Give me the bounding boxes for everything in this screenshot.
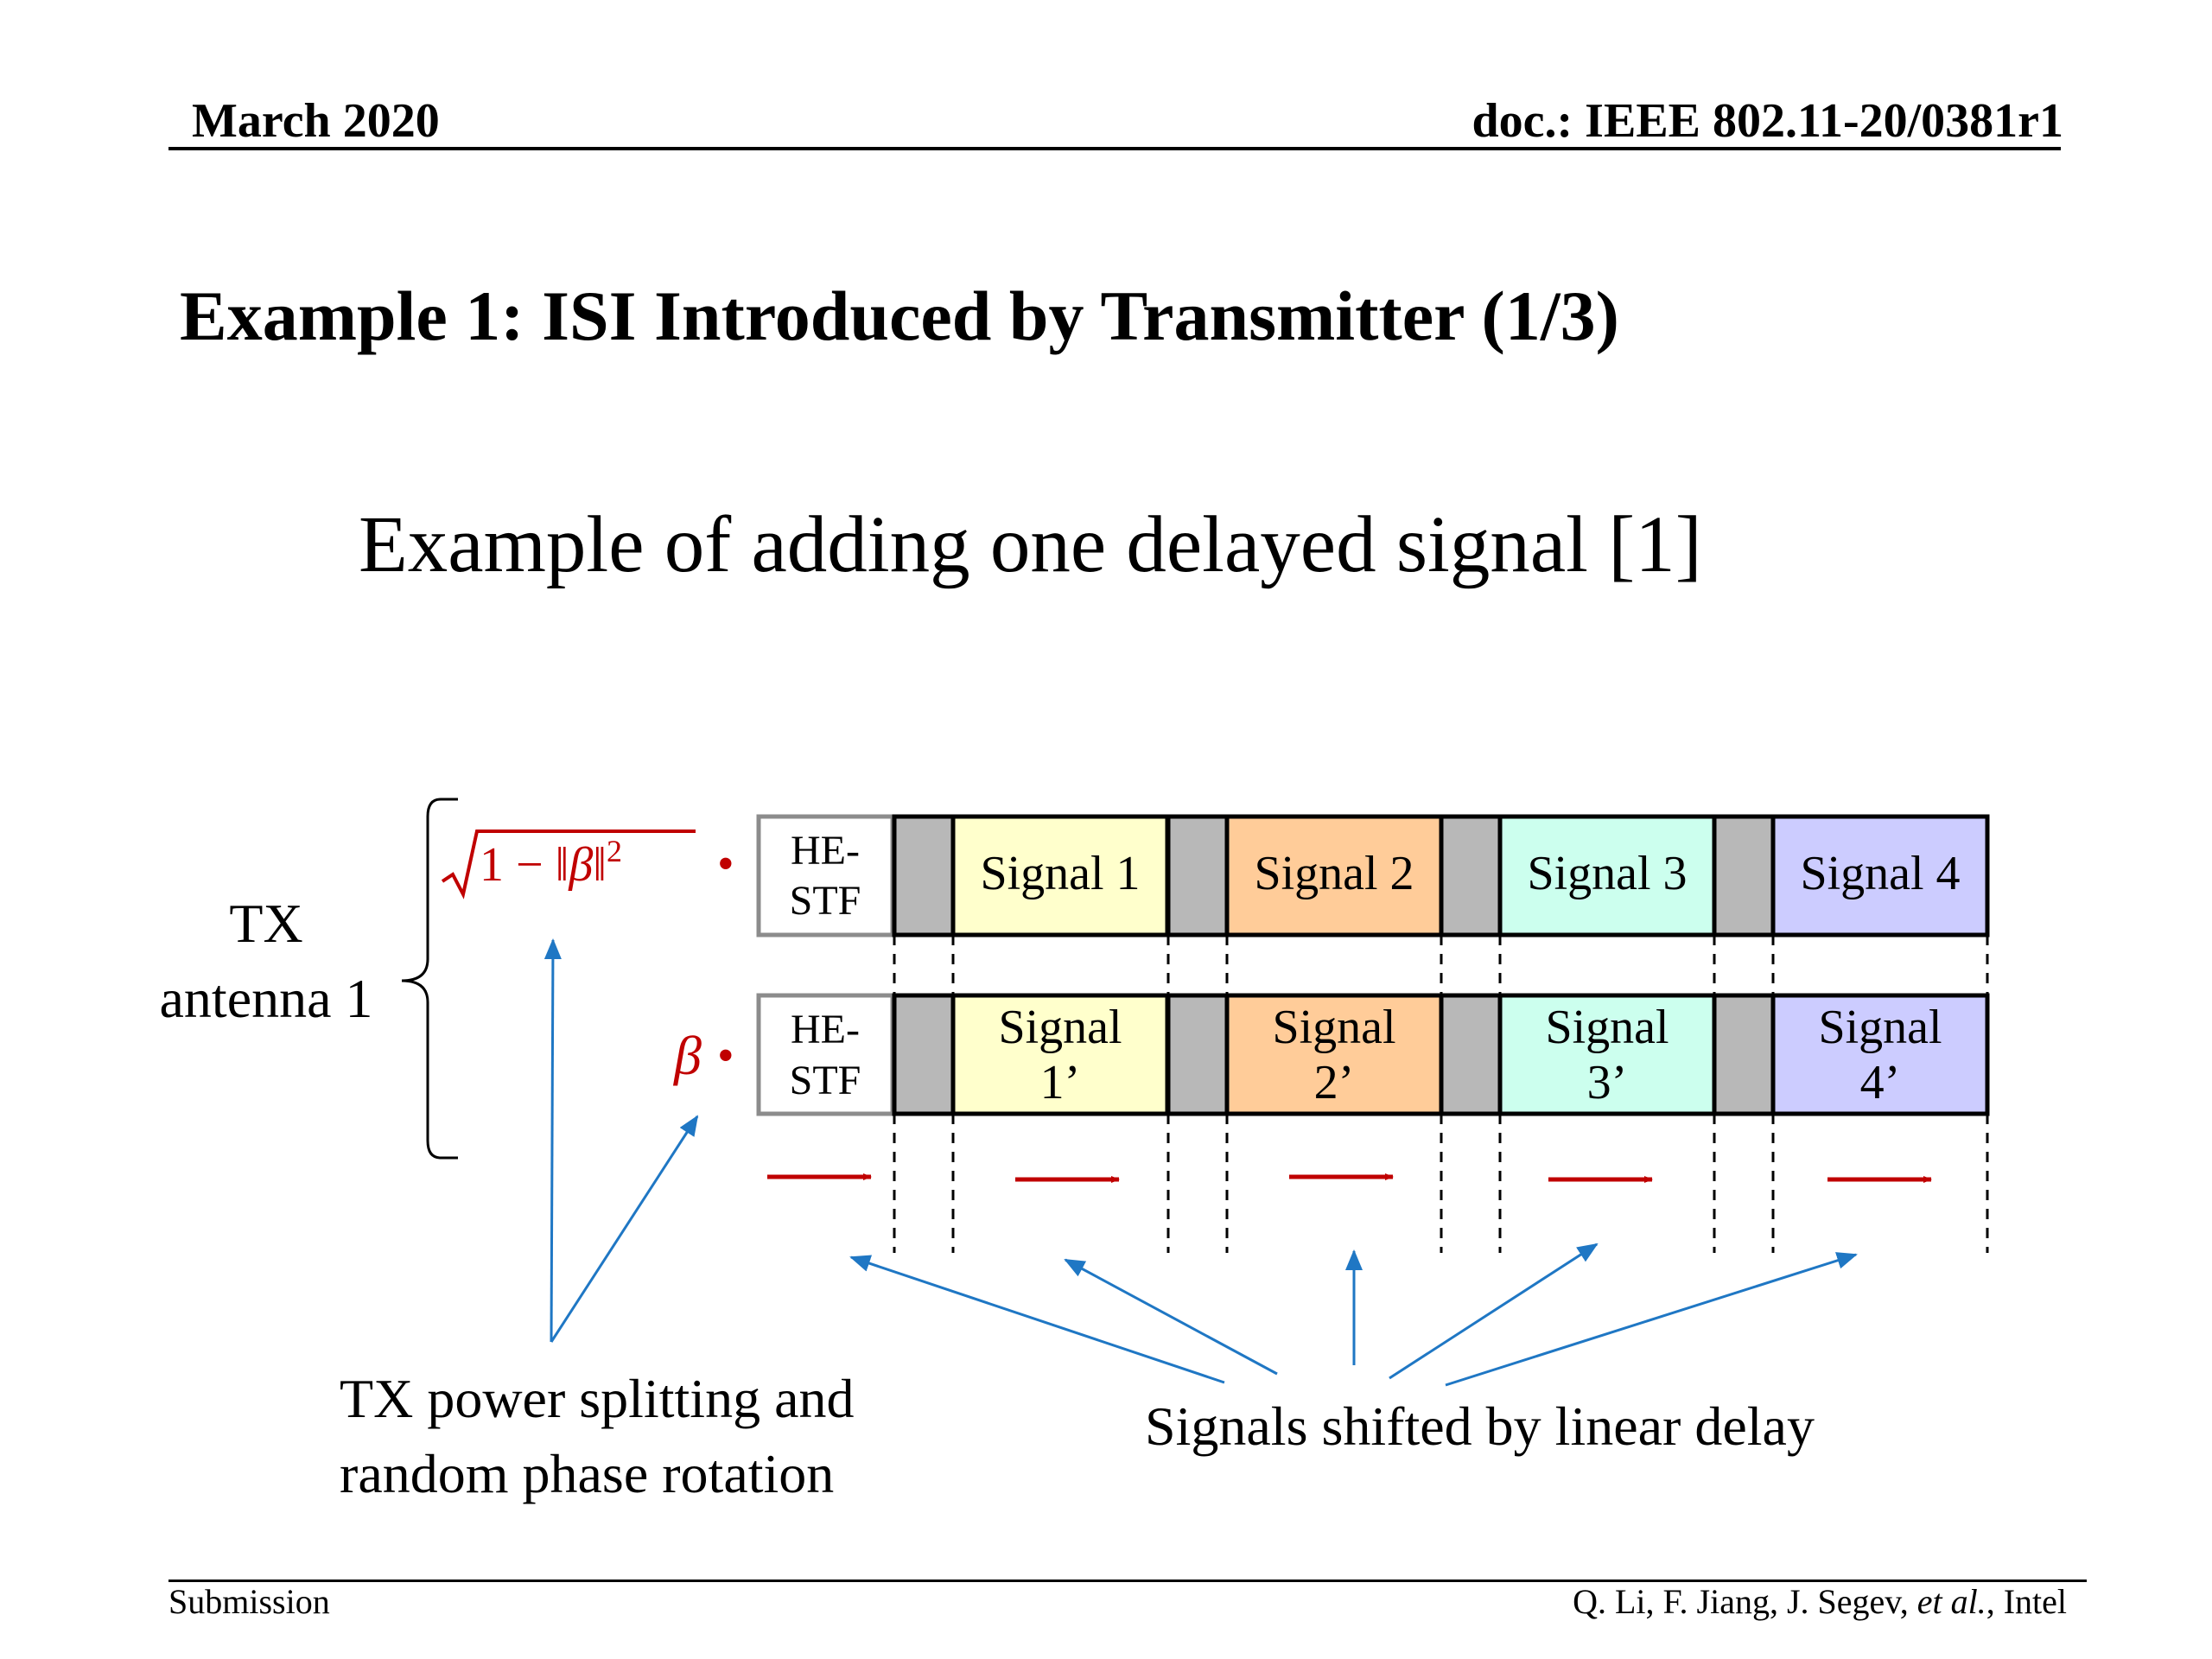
footer-submission: Submission bbox=[168, 1582, 330, 1621]
row1-guard-interval bbox=[1166, 814, 1230, 938]
row2-stf-box bbox=[756, 993, 895, 1116]
header-doc-id: doc.: IEEE 802.11-20/0381r1 bbox=[1471, 94, 2063, 148]
row2-guard-interval bbox=[1439, 993, 1503, 1116]
row1-signal-label-3: Signal 3 bbox=[1527, 847, 1687, 900]
row2-signal-label-1-line-2: 1’ bbox=[1040, 1056, 1081, 1109]
row1-signal-box-2 bbox=[1224, 814, 1444, 938]
footer-authors: Q. Li, F. Jiang, J. Segev, et al., Intel bbox=[1573, 1581, 2067, 1623]
row2-signal-label-4-line-2: 4’ bbox=[1860, 1056, 1901, 1109]
callout-arrows bbox=[543, 938, 1858, 1387]
row1-signal-box-1 bbox=[950, 814, 1170, 938]
callout-arrow-icon bbox=[1064, 1258, 1278, 1376]
row1-signal-label-1: Signal 1 bbox=[980, 847, 1140, 900]
label-delay: Signals shifted by linear delay bbox=[1145, 1395, 1815, 1457]
row2-signal-box-2 bbox=[1224, 993, 1444, 1116]
row-1: HE- STF Signal 1 Signal 2 Signal 3 Signal 4 bbox=[756, 814, 1990, 938]
row2-signal-label-2-line-1: Signal bbox=[1272, 1001, 1395, 1054]
row2-guard-interval bbox=[1712, 993, 1776, 1116]
coef-bottom-dot: • bbox=[717, 1029, 734, 1083]
coef-top-dot: • bbox=[717, 837, 734, 891]
coef-bottom: β bbox=[672, 1025, 702, 1086]
callout-arrow-icon bbox=[849, 1255, 1225, 1384]
row1-signal-label-2: Signal 2 bbox=[1254, 847, 1414, 900]
sqrt-sign-icon bbox=[441, 830, 696, 899]
header-rule bbox=[168, 147, 2061, 150]
row2-signal-box-4 bbox=[1770, 993, 1990, 1116]
coef-top-text: 1 − ‖β‖2 bbox=[480, 834, 622, 892]
row2-stf-line-1: HE- bbox=[791, 1007, 860, 1052]
header-date: March 2020 bbox=[192, 94, 440, 148]
delay-arrows bbox=[767, 1173, 1932, 1183]
row2-signal-label-3-line-2: 3’ bbox=[1587, 1056, 1628, 1109]
row1-guard-interval bbox=[1439, 814, 1503, 938]
row2-signal-label-4-line-1: Signal bbox=[1818, 1001, 1942, 1054]
row2-signal-label-1-line-1: Signal bbox=[998, 1001, 1122, 1054]
callout-arrow-icon bbox=[1445, 1252, 1858, 1387]
row2-guard-interval bbox=[892, 993, 956, 1116]
footer-authors-affiliation: , Intel bbox=[1986, 1582, 2067, 1621]
row1-signal-box-4 bbox=[1770, 814, 1990, 938]
row2-signal-box-3 bbox=[1497, 993, 1717, 1116]
row2-stf-line-2: STF bbox=[790, 1058, 861, 1103]
callout-arrow-icon bbox=[543, 938, 562, 1343]
slide-subtitle: Example of adding one delayed signal [1] bbox=[359, 500, 1702, 589]
antenna-label-line-2: antenna 1 bbox=[160, 968, 373, 1029]
footer-authors-etal: et al. bbox=[1916, 1582, 1986, 1621]
callout-arrow-icon bbox=[1389, 1243, 1599, 1380]
label-power-line-1: TX power splitting and bbox=[340, 1368, 854, 1429]
footer-authors-names: Q. Li, F. Jiang, J. Segev, bbox=[1573, 1582, 1917, 1621]
row2-signal-label-2-line-2: 2’ bbox=[1314, 1056, 1355, 1109]
row1-stf-box bbox=[756, 814, 895, 938]
row1-guard-interval bbox=[892, 814, 956, 938]
brace bbox=[401, 798, 458, 1160]
label-power-line-2: random phase rotation bbox=[340, 1443, 834, 1504]
dashed-boundaries bbox=[893, 935, 1989, 1253]
antenna-label-line-1: TX bbox=[229, 893, 302, 954]
row1-stf-line-1: HE- bbox=[791, 828, 860, 874]
coef-top: 1 − ‖β‖2 • bbox=[441, 830, 734, 899]
row1-signal-label-4: Signal 4 bbox=[1800, 847, 1960, 900]
row2-signal-label-3-line-1: Signal bbox=[1545, 1001, 1669, 1054]
callout-arrow-icon bbox=[550, 1115, 699, 1343]
row1-stf-line-2: STF bbox=[790, 878, 861, 924]
slide-title: Example 1: ISI Introduced by Transmitter… bbox=[180, 276, 1619, 355]
row1-guard-interval bbox=[1712, 814, 1776, 938]
footer-rule bbox=[168, 1580, 2087, 1582]
row2-guard-interval bbox=[1166, 993, 1230, 1116]
row1-signal-box-3 bbox=[1497, 814, 1717, 938]
